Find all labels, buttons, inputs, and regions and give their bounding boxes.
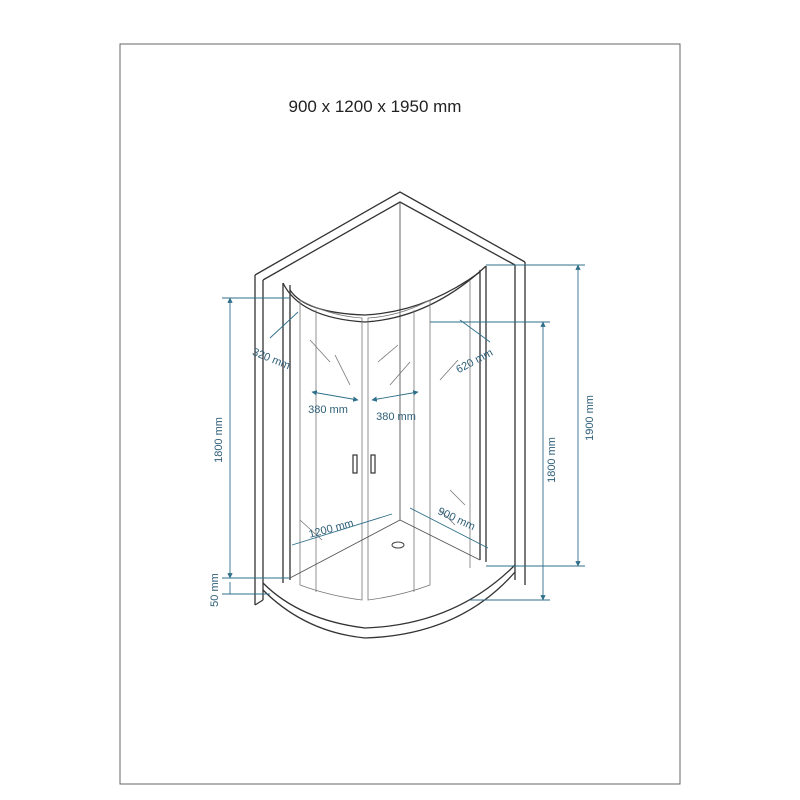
drain-icon [391, 541, 405, 549]
tray-lower-edge [262, 571, 516, 639]
tray-height-label: 50 mm [209, 573, 221, 607]
glass-reflections [299, 339, 466, 541]
wall-top-edge [254, 191, 526, 276]
right-height-label: 1800 mm [546, 437, 558, 483]
tray-length-label: 1200 mm [308, 517, 355, 540]
right-door-panel [367, 299, 431, 601]
left-door-panel [299, 299, 363, 601]
right-door-line [371, 390, 419, 402]
right-door-label: 380 mm [376, 411, 416, 423]
tray-front-edge [262, 564, 516, 629]
left-door-label: 380 mm [308, 404, 348, 416]
diagram-title: 900 x 1200 x 1950 mm [289, 97, 462, 116]
left-entry-label: 320 mm [250, 346, 291, 372]
right-entry-line [459, 319, 491, 343]
tray-width-line [409, 507, 489, 549]
enclosure [262, 265, 516, 639]
walls [254, 191, 526, 606]
tray-length-line [291, 513, 393, 546]
left-door-handle [352, 454, 358, 474]
tray-back-edge [289, 519, 481, 579]
wall-top-inner-edge [262, 201, 516, 281]
left-wall-bottom [254, 599, 264, 606]
left-door-line [311, 390, 359, 402]
left-entry-line [269, 311, 299, 339]
tray-width-label: 900 mm [436, 505, 477, 533]
total-height-label: 1900 mm [584, 395, 596, 441]
right-entry-label: 620 mm [454, 347, 495, 376]
page-frame [119, 43, 681, 785]
right-door-handle [370, 454, 376, 474]
dimension-lines [222, 264, 585, 601]
left-height-label: 1800 mm [213, 417, 225, 463]
